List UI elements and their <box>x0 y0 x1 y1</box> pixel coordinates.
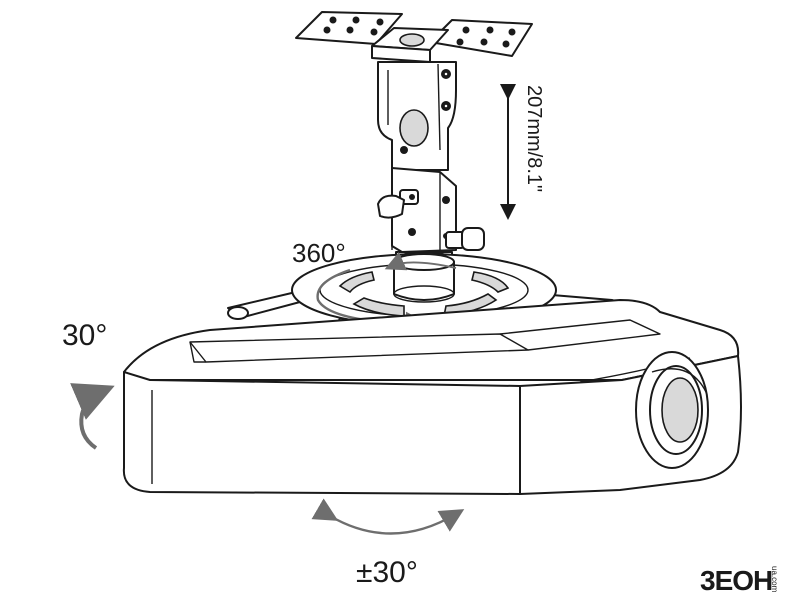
brand-logo-text: 3EOH <box>700 565 772 596</box>
projector-lens <box>635 351 709 469</box>
tilt-label: 30° <box>62 319 107 352</box>
tilt-indicator: 30° <box>62 319 115 450</box>
locking-knob-left <box>377 189 419 219</box>
brand-logo-subtext: ua.com <box>770 566 779 593</box>
height-adjust-label: 207mm/8.1" <box>523 85 545 192</box>
locking-knob-right <box>445 227 485 251</box>
projector <box>122 299 742 495</box>
rotation-label: 360° <box>292 238 346 268</box>
brand-logo: 3EOH ua.com <box>700 565 779 596</box>
height-adjust-indicator: 207mm/8.1" <box>500 84 545 220</box>
ceiling-plate <box>295 11 533 63</box>
swivel-indicator: ±30° <box>311 498 465 589</box>
swivel-label: ±30° <box>356 556 418 589</box>
extension-tube-upper <box>377 61 457 171</box>
